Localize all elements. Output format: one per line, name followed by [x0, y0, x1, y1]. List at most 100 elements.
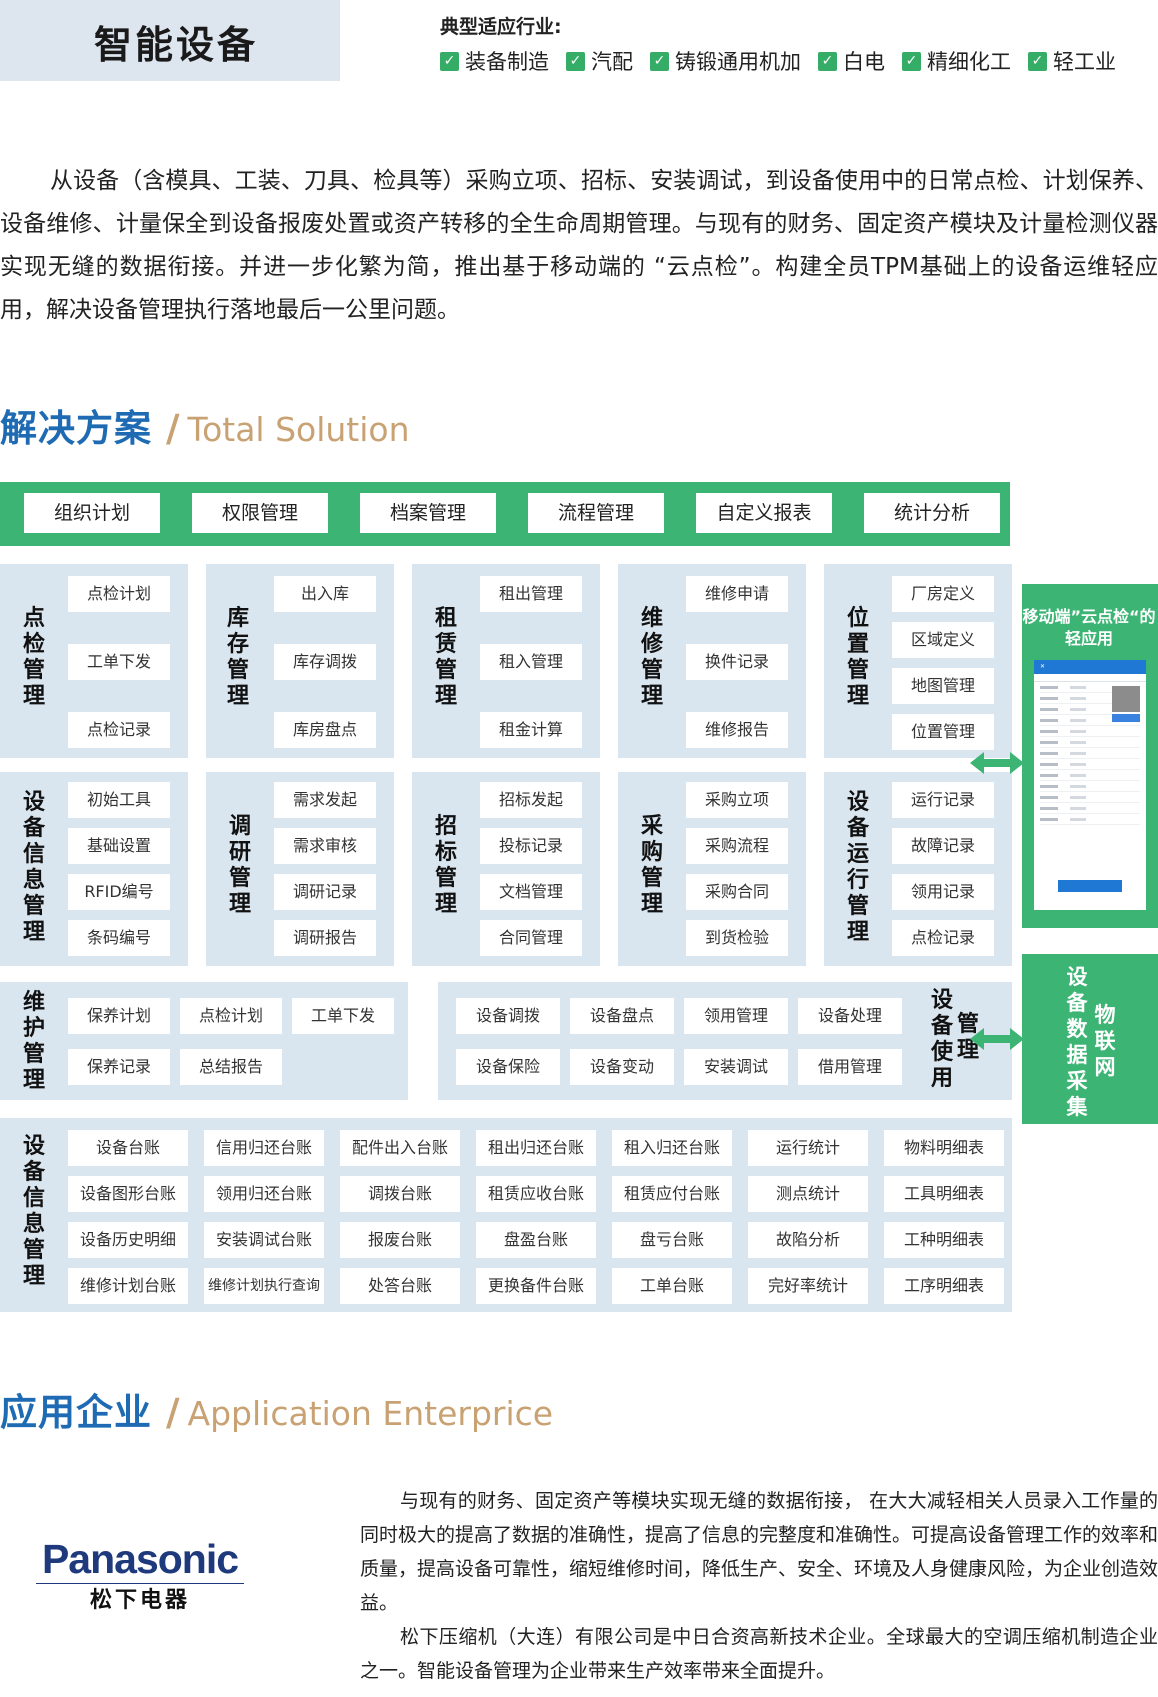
ledger-item[interactable]: 领用归还台账 — [204, 1176, 324, 1212]
panel-title-2: 管理 — [956, 1012, 979, 1063]
panel-item[interactable]: 安装调试 — [684, 1049, 788, 1085]
ledger-item[interactable]: 运行统计 — [748, 1130, 868, 1166]
panel-item[interactable]: 投标记录 — [480, 828, 582, 864]
panel-item[interactable]: 设备变动 — [570, 1049, 674, 1085]
module-item[interactable]: 组织计划 — [24, 493, 160, 533]
module-item[interactable]: 流程管理 — [528, 493, 664, 533]
panel-item[interactable]: 库房盘点 — [274, 712, 376, 748]
panel-item[interactable]: 点检记录 — [892, 920, 994, 956]
ledger-item[interactable]: 设备图形台账 — [68, 1176, 188, 1212]
panel-item[interactable]: 点检记录 — [68, 712, 170, 748]
panel-item[interactable]: 位置管理 — [892, 714, 994, 750]
ledger-item[interactable]: 测点统计 — [748, 1176, 868, 1212]
ledger-item[interactable]: 物料明细表 — [884, 1130, 1004, 1166]
module-item[interactable]: 自定义报表 — [696, 493, 832, 533]
ledger-item[interactable]: 处答台账 — [340, 1268, 460, 1304]
ledger-item[interactable]: 租赁应付台账 — [612, 1176, 732, 1212]
panel-item[interactable]: 调研报告 — [274, 920, 376, 956]
panel-item[interactable]: 库存调拨 — [274, 644, 376, 680]
panel-item[interactable]: 设备处理 — [798, 998, 902, 1034]
panel-item[interactable]: 换件记录 — [686, 644, 788, 680]
device-photo-tag — [1112, 714, 1140, 722]
module-item[interactable]: 统计分析 — [864, 493, 1000, 533]
ledger-item[interactable]: 调拨台账 — [340, 1176, 460, 1212]
ledger-item[interactable]: 配件出入台账 — [340, 1130, 460, 1166]
ledger-item[interactable]: 盘盈台账 — [476, 1222, 596, 1258]
check-icon: ✓ — [818, 51, 837, 71]
panel-item[interactable]: 领用记录 — [892, 874, 994, 910]
panel-lease: 租赁管理 租出管理 租入管理 租金计算 — [412, 564, 600, 758]
check-icon: ✓ — [1028, 51, 1047, 71]
panel-item[interactable]: 总结报告 — [180, 1049, 282, 1085]
panel-item[interactable]: 区域定义 — [892, 622, 994, 658]
panel-item[interactable]: 租入管理 — [480, 644, 582, 680]
ledger-item[interactable]: 工序明细表 — [884, 1268, 1004, 1304]
panel-title: 设备信息管理 — [22, 790, 45, 945]
panel-item[interactable]: 故障记录 — [892, 828, 994, 864]
panel-item[interactable]: 领用管理 — [684, 998, 788, 1034]
industry-label: 典型适应行业: — [440, 16, 562, 38]
panel-item[interactable]: 出入库 — [274, 576, 376, 612]
enterprise-para-1: 与现有的财务、固定资产等模块实现无缝的数据衔接， 在大大减轻相关人员录入工作量的… — [360, 1490, 1158, 1614]
ledger-item[interactable]: 工种明细表 — [884, 1222, 1004, 1258]
panel-item[interactable]: 采购合同 — [686, 874, 788, 910]
ledger-item[interactable]: 维修计划执行查询 — [204, 1268, 324, 1304]
panel-item[interactable]: 地图管理 — [892, 668, 994, 704]
panel-item[interactable]: 招标发起 — [480, 782, 582, 818]
panel-item[interactable]: RFID编号 — [68, 874, 170, 910]
ledger-item[interactable]: 信用归还台账 — [204, 1130, 324, 1166]
ledger-item[interactable]: 报废台账 — [340, 1222, 460, 1258]
panel-item[interactable]: 租出管理 — [480, 576, 582, 612]
ledger-item[interactable]: 工具明细表 — [884, 1176, 1004, 1212]
ledger-item[interactable]: 盘亏台账 — [612, 1222, 732, 1258]
module-item[interactable]: 权限管理 — [192, 493, 328, 533]
panel-item[interactable]: 到货检验 — [686, 920, 788, 956]
panel-item[interactable]: 保养记录 — [68, 1049, 170, 1085]
ledger-item[interactable]: 完好率统计 — [748, 1268, 868, 1304]
iot-label-1: 设备数据采集 — [1066, 965, 1088, 1119]
panel-item[interactable]: 点检计划 — [68, 576, 170, 612]
panel-item[interactable]: 条码编号 — [68, 920, 170, 956]
panel-item[interactable]: 保养计划 — [68, 998, 170, 1034]
panel-item[interactable]: 点检计划 — [180, 998, 282, 1034]
panel-item[interactable]: 需求审核 — [274, 828, 376, 864]
mobile-app-box: 移动端”云点检“的轻应用 ✕ — [1022, 584, 1158, 928]
panel-item[interactable]: 设备调拨 — [456, 998, 560, 1034]
ledger-item[interactable]: 租入归还台账 — [612, 1130, 732, 1166]
panel-item[interactable]: 采购立项 — [686, 782, 788, 818]
module-item[interactable]: 档案管理 — [360, 493, 496, 533]
panel-title: 位置管理 — [846, 606, 869, 709]
panel-item[interactable]: 基础设置 — [68, 828, 170, 864]
panel-item[interactable]: 工单下发 — [68, 644, 170, 680]
panel-item[interactable]: 借用管理 — [798, 1049, 902, 1085]
panel-item[interactable]: 维修申请 — [686, 576, 788, 612]
check-icon: ✓ — [440, 51, 459, 71]
solution-heading: 解决方案 / Total Solution — [0, 407, 410, 450]
panel-research: 调研管理 需求发起 需求审核 调研记录 调研报告 — [206, 772, 394, 966]
panel-item[interactable]: 合同管理 — [480, 920, 582, 956]
ledger-item[interactable]: 更换备件台账 — [476, 1268, 596, 1304]
ledger-item[interactable]: 故陷分析 — [748, 1222, 868, 1258]
panel-item[interactable]: 维修报告 — [686, 712, 788, 748]
header-tag: 智能设备 — [0, 0, 340, 81]
ledger-item[interactable]: 维修计划台账 — [68, 1268, 188, 1304]
panel-item[interactable]: 需求发起 — [274, 782, 376, 818]
panel-item[interactable]: 文档管理 — [480, 874, 582, 910]
panel-item[interactable]: 采购流程 — [686, 828, 788, 864]
panel-item[interactable]: 工单下发 — [292, 998, 394, 1034]
panel-item[interactable]: 厂房定义 — [892, 576, 994, 612]
ledger-item[interactable]: 工单台账 — [612, 1268, 732, 1304]
ledger-item[interactable]: 租赁应收台账 — [476, 1176, 596, 1212]
ledger-item[interactable]: 租出归还台账 — [476, 1130, 596, 1166]
panel-item[interactable]: 设备盘点 — [570, 998, 674, 1034]
panel-item[interactable]: 初始工具 — [68, 782, 170, 818]
ledger-item[interactable]: 设备历史明细 — [68, 1222, 188, 1258]
ledger-item[interactable]: 安装调试台账 — [204, 1222, 324, 1258]
panel-ledger: 设备信息管理 设备台账信用归还台账配件出入台账租出归还台账租入归还台账运行统计物… — [0, 1118, 1012, 1312]
industry-item: ✓装备制造 — [440, 46, 549, 76]
panel-item[interactable]: 运行记录 — [892, 782, 994, 818]
ledger-item[interactable]: 设备台账 — [68, 1130, 188, 1166]
panel-item[interactable]: 调研记录 — [274, 874, 376, 910]
panel-item[interactable]: 设备保险 — [456, 1049, 560, 1085]
panel-item[interactable]: 租金计算 — [480, 712, 582, 748]
